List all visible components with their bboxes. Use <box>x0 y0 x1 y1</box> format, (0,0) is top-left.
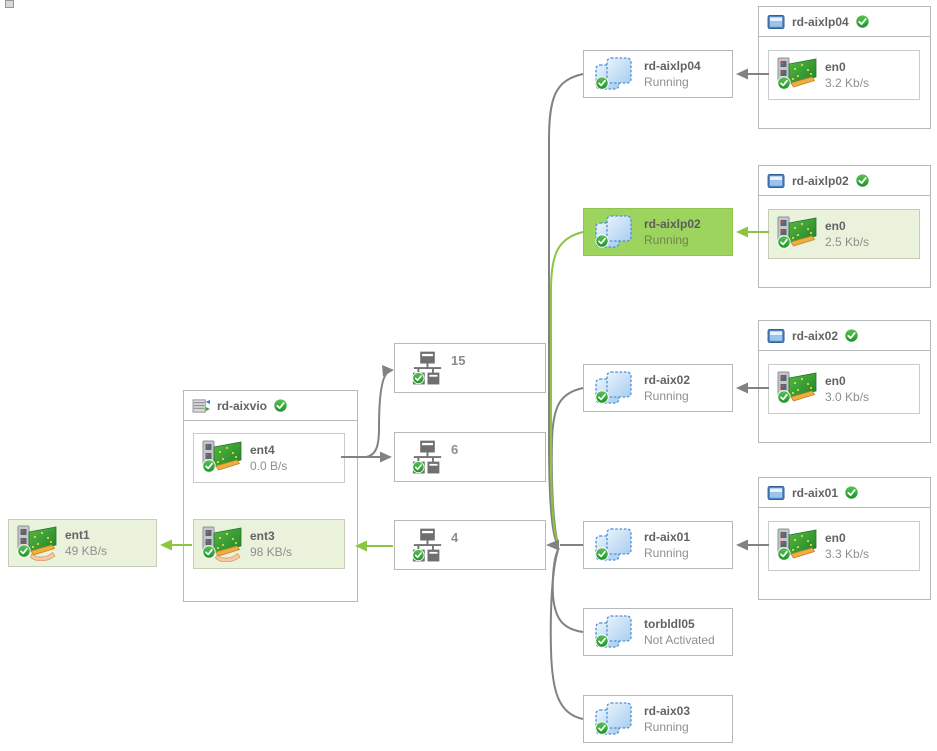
adapter-rate: 0.0 B/s <box>250 459 288 473</box>
lpar-name: rd-aix01 <box>644 530 691 544</box>
shared-nic-icon <box>202 526 242 562</box>
adapter-rate: 49 KB/s <box>65 544 108 558</box>
lpar-card-rd-aixlp02[interactable]: rd-aixlp02 Running <box>583 208 733 256</box>
nic-icon <box>202 440 242 476</box>
nic-icon <box>777 528 817 564</box>
adapter-name: en0 <box>825 531 846 545</box>
status-ok-icon <box>844 485 859 500</box>
lpar-card-rd-aix02[interactable]: rd-aix02 Running <box>583 364 733 412</box>
lpar-card-rd-aix03[interactable]: rd-aix03 Running <box>583 695 733 743</box>
vlan-id: 4 <box>451 530 459 545</box>
adapter-card-en0-rd-aix01[interactable]: en0 3.3 Kb/s <box>768 521 920 571</box>
adapter-name: en0 <box>825 60 846 74</box>
host-name: rd-aix01 <box>792 485 839 500</box>
vio-server-header: rd-aixvio <box>184 391 357 421</box>
shared-nic-icon <box>17 525 57 561</box>
lpar-name: rd-aix03 <box>644 704 691 718</box>
adapter-card-ent4[interactable]: ent4 0.0 B/s <box>193 433 345 483</box>
status-ok-icon <box>844 328 859 343</box>
host-name: rd-aixlp04 <box>792 14 849 29</box>
adapter-rate: 3.0 Kb/s <box>825 390 870 404</box>
lpar-name: torbldl05 <box>644 617 695 631</box>
lpar-name: rd-aixlp02 <box>644 217 701 231</box>
adapter-name: en0 <box>825 219 846 233</box>
host-header: rd-aix02 <box>759 321 930 351</box>
vlan-id: 15 <box>451 353 466 368</box>
adapter-rate: 2.5 Kb/s <box>825 235 870 249</box>
adapter-card-en0-rd-aixlp04[interactable]: en0 3.2 Kb/s <box>768 50 920 100</box>
vios-icon <box>192 398 211 414</box>
network-switch-icon <box>412 528 443 563</box>
adapter-rate: 3.2 Kb/s <box>825 76 870 90</box>
adapter-name: ent1 <box>65 528 90 542</box>
canvas-corner-icon <box>5 0 14 8</box>
host-icon <box>767 173 786 189</box>
lpar-status: Running <box>644 75 689 89</box>
adapter-name: ent3 <box>250 529 275 543</box>
adapter-name: ent4 <box>250 443 275 457</box>
lpar-icon <box>595 214 635 250</box>
vio-server-box[interactable]: rd-aixvio <box>183 390 358 602</box>
network-switch-icon <box>412 351 443 386</box>
lpar-icon <box>595 527 635 563</box>
adapter-card-en0-rd-aix02[interactable]: en0 3.0 Kb/s <box>768 364 920 414</box>
host-header: rd-aixlp02 <box>759 166 930 196</box>
lpar-icon <box>595 56 635 92</box>
lpar-status: Not Activated <box>644 633 715 647</box>
host-name: rd-aix02 <box>792 328 839 343</box>
adapter-card-ent3[interactable]: ent3 98 KB/s <box>193 519 345 569</box>
vlan-box-6[interactable]: 6 <box>394 432 546 482</box>
host-icon <box>767 14 786 30</box>
vlan-box-4[interactable]: 4 <box>394 520 546 570</box>
lpar-card-torbldl05[interactable]: torbldl05 Not Activated <box>583 608 733 656</box>
adapter-rate: 3.3 Kb/s <box>825 547 870 561</box>
host-icon <box>767 328 786 344</box>
adapter-name: en0 <box>825 374 846 388</box>
lpar-status: Running <box>644 546 689 560</box>
adapter-card-en0-rd-aixlp02[interactable]: en0 2.5 Kb/s <box>768 209 920 259</box>
adapter-rate: 98 KB/s <box>250 545 293 559</box>
nic-icon <box>777 371 817 407</box>
lpar-card-rd-aix01[interactable]: rd-aix01 Running <box>583 521 733 569</box>
nic-icon <box>777 216 817 252</box>
lpar-name: rd-aixlp04 <box>644 59 701 73</box>
status-ok-icon <box>855 173 870 188</box>
lpar-icon <box>595 614 635 650</box>
host-header: rd-aix01 <box>759 478 930 508</box>
adapter-card-ent1[interactable]: ent1 49 KB/s <box>8 519 157 567</box>
lpar-status: Running <box>644 389 689 403</box>
status-ok-icon <box>855 14 870 29</box>
host-name: rd-aixlp02 <box>792 173 849 188</box>
status-ok-icon <box>273 398 288 413</box>
lpar-card-rd-aixlp04[interactable]: rd-aixlp04 Running <box>583 50 733 98</box>
lpar-status: Running <box>644 233 689 247</box>
host-header: rd-aixlp04 <box>759 7 930 37</box>
lpar-icon <box>595 370 635 406</box>
lpar-icon <box>595 701 635 737</box>
network-switch-icon <box>412 440 443 475</box>
host-icon <box>767 485 786 501</box>
nic-icon <box>777 57 817 93</box>
vio-server-name: rd-aixvio <box>217 398 268 413</box>
vlan-id: 6 <box>451 442 459 457</box>
lpar-name: rd-aix02 <box>644 373 691 387</box>
vlan-box-15[interactable]: 15 <box>394 343 546 393</box>
lpar-status: Running <box>644 720 689 734</box>
